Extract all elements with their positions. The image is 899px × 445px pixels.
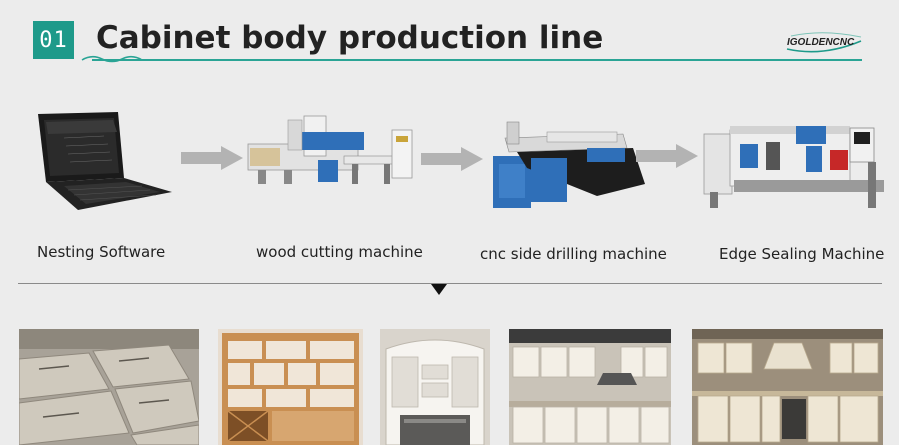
- arrow-right-icon: [636, 144, 698, 168]
- section-number: 01: [39, 27, 68, 53]
- arrow-right-icon: [421, 147, 483, 171]
- white-kitchen-photo: [509, 329, 671, 445]
- cut-panels-photo: [19, 329, 199, 445]
- step-label-nesting-software: Nesting Software: [37, 243, 166, 261]
- title-swoosh-icon: [81, 55, 158, 63]
- page-title: Cabinet body production line: [96, 20, 604, 56]
- arrow-right-icon: [181, 146, 243, 170]
- section-number-badge: 01: [33, 21, 74, 59]
- step-label-cnc-side-drilling-machine: cnc side drilling machine: [480, 245, 667, 263]
- title-underline: [92, 59, 862, 61]
- white-bookcase-photo: [380, 329, 490, 445]
- side-drill-icon: [493, 121, 645, 208]
- edge-bander-icon: [703, 126, 884, 208]
- cnc-router-icon: [247, 115, 413, 184]
- down-arrow-icon: [431, 284, 447, 295]
- cream-kitchen-photo: [692, 329, 883, 445]
- brand-logo-text: IGOLDENCNC: [787, 37, 855, 48]
- section-divider: [18, 283, 882, 284]
- step-label-wood-cutting-machine: wood cutting machine: [256, 243, 423, 261]
- wood-wall-cabinet-photo: [218, 329, 363, 445]
- step-label-edge-sealing-machine: Edge Sealing Machine: [719, 245, 885, 263]
- laptop-icon: [38, 112, 172, 210]
- brand-logo-icon: [786, 32, 862, 53]
